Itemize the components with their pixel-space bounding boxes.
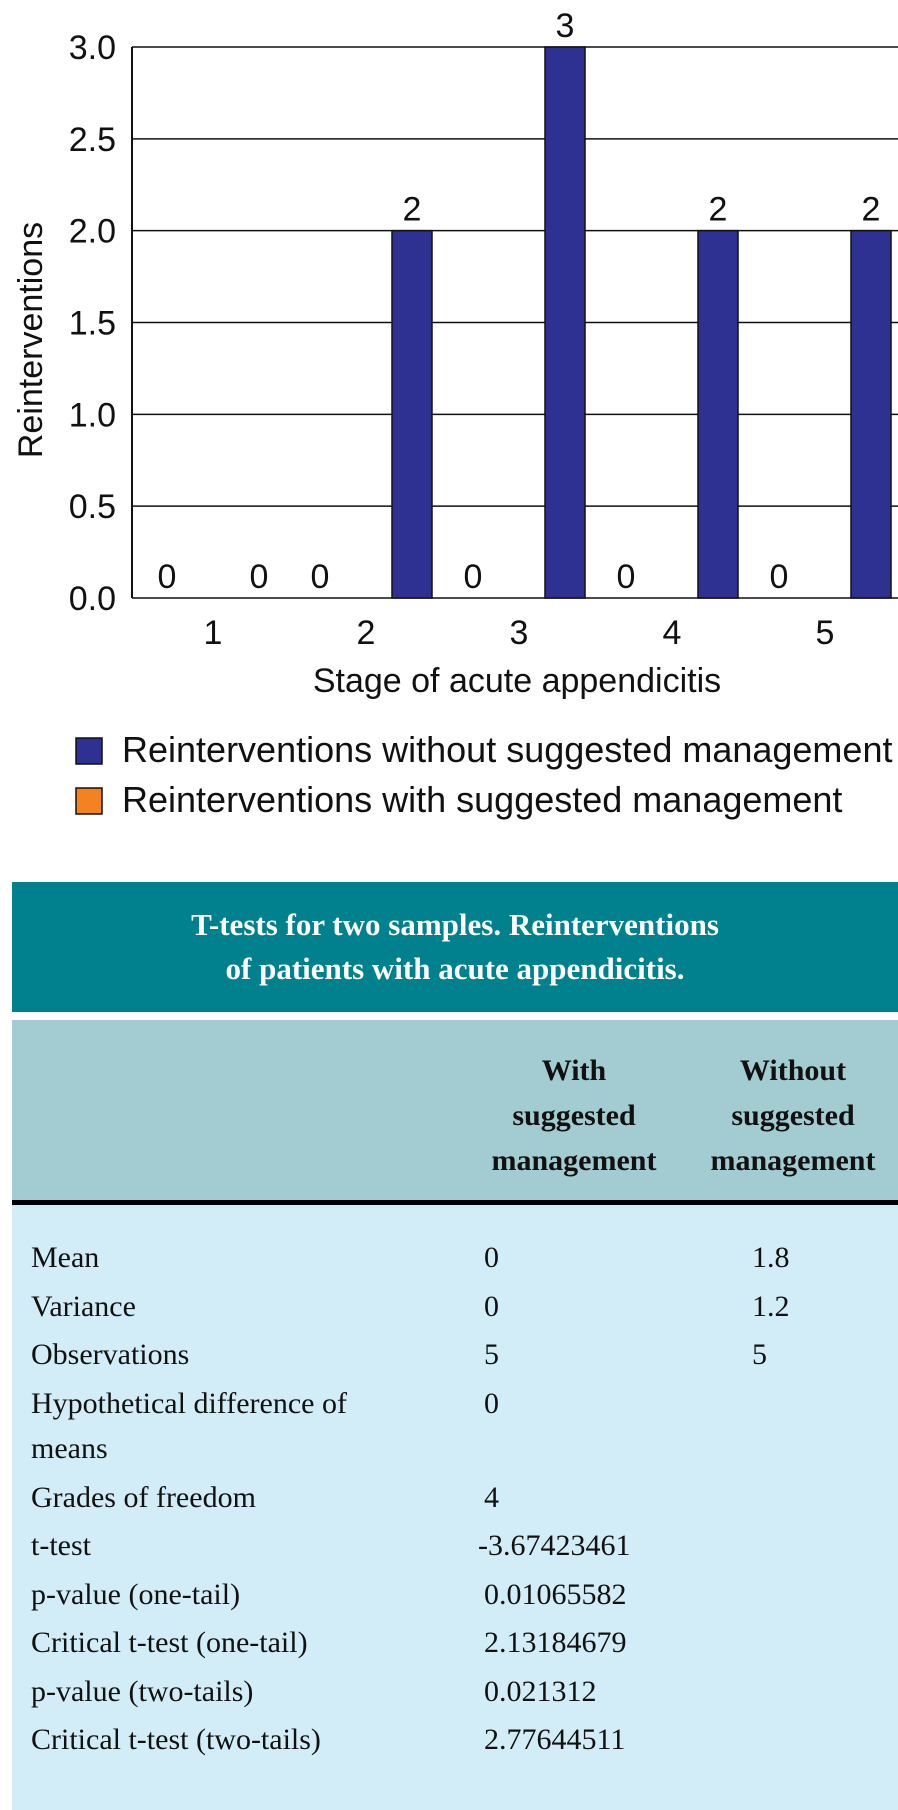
x-tick-label: 3: [510, 614, 529, 652]
data-label: 2: [862, 191, 881, 229]
x-tick-label: 1: [204, 614, 223, 652]
column-header-without: Without suggested management: [688, 1048, 898, 1183]
data-label: 2: [709, 191, 728, 229]
gridlines: [132, 46, 898, 599]
y-tick-label: 0.5: [69, 488, 116, 526]
value-with: 2.13184679: [484, 1626, 627, 1659]
value-with: 0.01065582: [484, 1577, 627, 1611]
x-tick-label: 5: [816, 614, 835, 652]
table-row: Critical t-test (two-tails) 2.77644511: [12, 1717, 898, 1766]
x-axis-title: Stage of acute appendicitis: [313, 662, 721, 700]
value-with: 2.77644511: [484, 1723, 626, 1756]
y-tick-label: 2.5: [69, 121, 116, 159]
data-label: 0: [464, 558, 483, 596]
x-tick-label: 4: [663, 614, 682, 652]
table-column-headers: With suggested management Without sugges…: [12, 1020, 898, 1205]
column-header-with: With suggested management: [469, 1048, 679, 1183]
bar: [544, 46, 586, 599]
value-with: 0: [484, 1289, 499, 1323]
value-with: 0: [484, 1241, 499, 1274]
table-row: Hypothetical difference of means 0: [12, 1381, 898, 1475]
legend-label: Reinterventions with suggested managemen…: [122, 779, 842, 820]
data-labels: 0 0 0 2 0 3 0 2 0 2: [158, 7, 881, 596]
column-header-line: management: [710, 1144, 876, 1177]
bar: [391, 229, 433, 599]
value-without: 5: [752, 1338, 767, 1371]
data-label: 0: [770, 558, 789, 596]
table-title-line: of patients with acute appendicitis.: [225, 951, 685, 986]
table-row: Variance 0 1.2: [12, 1284, 898, 1333]
y-axis-title: Reinterventions: [12, 222, 50, 458]
table-row: p-value (two-tails) 0.021312: [12, 1669, 898, 1718]
data-label: 0: [158, 558, 177, 596]
bars: [391, 46, 892, 599]
value-with: 5: [484, 1338, 499, 1371]
row-label: Critical t-test (two-tails): [31, 1723, 321, 1756]
table-title: T-tests for two samples. Reinterventions…: [12, 882, 898, 1012]
table-title-line: T-tests for two samples. Reinterventions: [191, 907, 719, 942]
row-label: Variance: [31, 1289, 136, 1323]
data-label: 2: [403, 191, 422, 229]
data-label: 0: [617, 558, 636, 596]
data-label: 0: [250, 558, 269, 596]
row-label: Observations: [31, 1338, 190, 1371]
data-label: 0: [311, 558, 330, 596]
y-tick-label: 1.0: [69, 396, 116, 434]
stats-table: T-tests for two samples. Reinterventions…: [12, 882, 898, 1810]
value-with: 0.021312: [484, 1674, 597, 1708]
column-header-line: With: [541, 1054, 607, 1087]
column-header-line: Without: [739, 1054, 847, 1087]
value-without: 1.8: [752, 1241, 790, 1274]
row-label: p-value (one-tail): [31, 1577, 241, 1611]
x-tick-labels: 1 2 3 4 5: [204, 614, 835, 652]
value-with: 4: [484, 1480, 499, 1514]
row-label: Hypothetical difference of means: [31, 1386, 347, 1465]
row-label: Grades of freedom: [31, 1480, 256, 1514]
bar: [697, 229, 739, 599]
value-with: -3.67423461: [478, 1529, 631, 1562]
table-row: t-test -3.67423461: [12, 1523, 898, 1572]
table-body: Mean 0 1.8 Variance 0 1.2 Observations 5…: [12, 1205, 898, 1810]
y-tick-labels: 0.0 0.5 1.0 1.5 2.0 2.5 3.0: [69, 29, 116, 618]
legend-swatch: [75, 737, 103, 765]
y-tick-label: 3.0: [69, 29, 116, 67]
column-header-line: management: [491, 1144, 657, 1177]
y-tick-label: 2.0: [69, 213, 116, 251]
value-without: 1.2: [752, 1289, 790, 1323]
y-tick-label: 1.5: [69, 305, 116, 343]
legend: Reinterventions without suggested manage…: [75, 729, 892, 820]
row-label: Mean: [31, 1241, 100, 1274]
row-label: t-test: [31, 1529, 91, 1562]
row-label: p-value (two-tails): [31, 1674, 254, 1708]
column-header-line: suggested: [731, 1099, 855, 1132]
table-row: Mean 0 1.8: [12, 1235, 898, 1284]
data-label: 3: [556, 7, 575, 45]
y-tick-label: 0.0: [69, 580, 116, 618]
table-row: Grades of freedom 4: [12, 1475, 898, 1524]
value-with: 0: [484, 1386, 499, 1420]
row-label: Critical t-test (one-tail): [31, 1626, 308, 1659]
x-tick-label: 2: [357, 614, 376, 652]
table-row: Critical t-test (one-tail) 2.13184679: [12, 1620, 898, 1669]
legend-swatch: [75, 787, 103, 815]
table-row: p-value (one-tail) 0.01065582: [12, 1572, 898, 1621]
table-row: Observations 5 5: [12, 1332, 898, 1381]
bar: [850, 229, 892, 599]
column-header-line: suggested: [512, 1099, 636, 1132]
legend-label: Reinterventions without suggested manage…: [122, 729, 892, 770]
